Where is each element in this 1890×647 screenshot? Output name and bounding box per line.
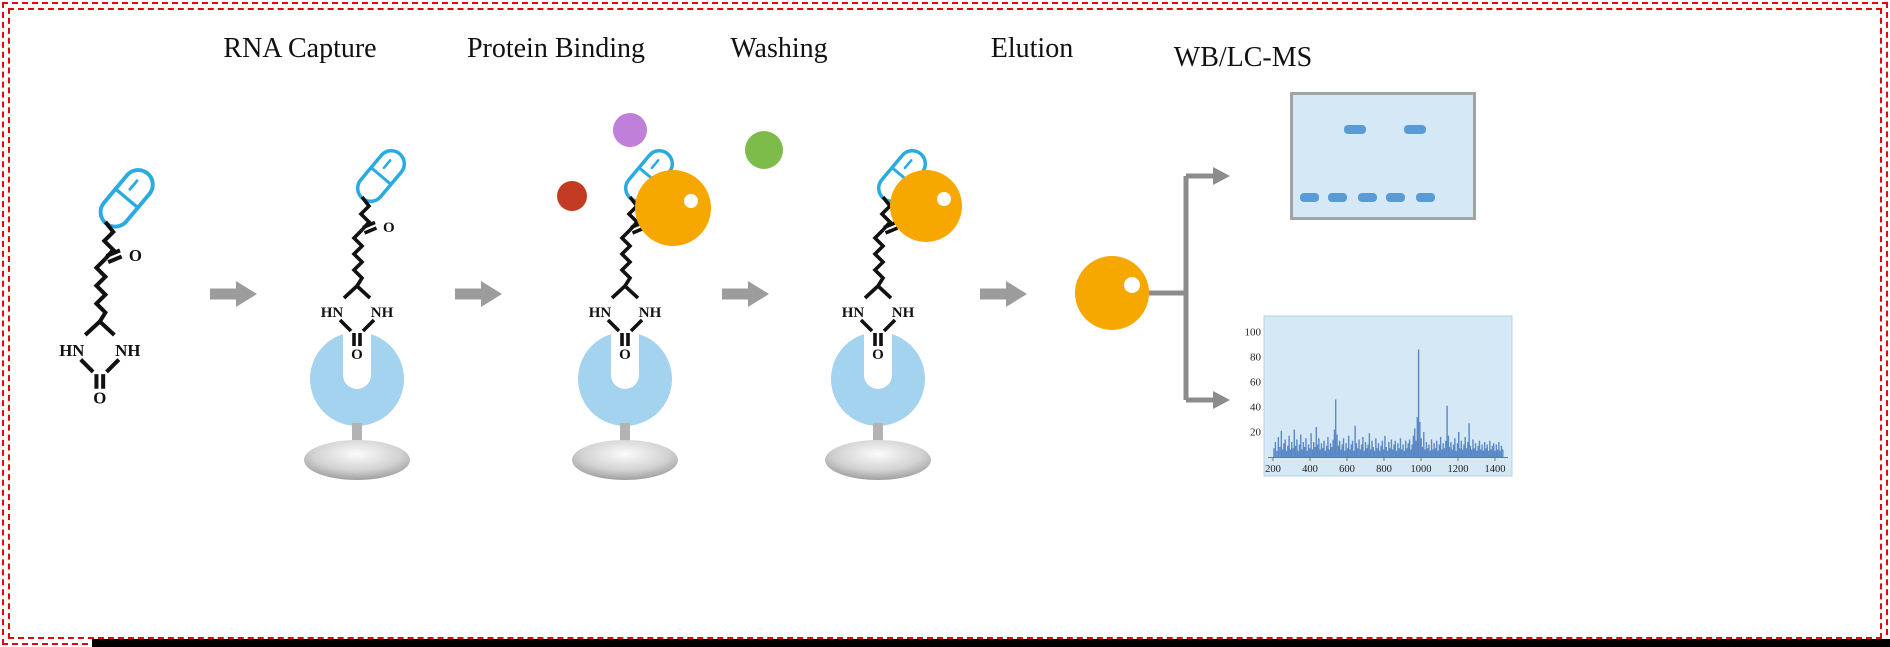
nonspecific-protein-green <box>745 131 783 169</box>
ms-spectrum-panel: 20 40 60 80 100 200 400 600 800 1000 1200 1400 <box>1236 314 1516 490</box>
x-tick-label: 400 <box>1302 464 1318 475</box>
stage-label-elution: Elution <box>990 33 1074 64</box>
target-protein-dot-washed <box>937 192 951 206</box>
x-tick-label: 1200 <box>1448 464 1469 475</box>
probe-stage-capture <box>318 143 412 360</box>
gel-band <box>1386 193 1405 202</box>
nonspecific-protein-purple <box>613 113 647 147</box>
y-tick-label: 40 <box>1250 402 1262 414</box>
gel-band <box>1344 125 1366 134</box>
ms-spectrum: 20 40 60 80 100 200 400 600 800 1000 1200 1400 <box>1245 315 1513 477</box>
arrow-elution <box>980 281 1027 307</box>
branch-connector <box>1149 173 1214 403</box>
stage-label-protein-binding: Protein Binding <box>466 33 646 64</box>
stage-label-washing: Washing <box>730 33 828 64</box>
gel-band <box>1358 193 1377 202</box>
arrow-rna-capture <box>210 281 257 307</box>
stage-label-wb-lcms: WB/LC-MS <box>1173 42 1313 73</box>
branch-arrowhead-top <box>1213 167 1230 185</box>
y-tick-label: 80 <box>1250 352 1262 364</box>
wb-gel-panel <box>1290 92 1476 220</box>
gel-band <box>1416 193 1435 202</box>
y-tick-label: 100 <box>1245 327 1262 339</box>
arrow-protein-binding <box>455 281 502 307</box>
nonspecific-protein-red <box>557 181 587 211</box>
x-tick-label: 200 <box>1265 464 1281 475</box>
bottom-black-strip <box>92 639 1890 647</box>
free-biotin-probe <box>59 164 158 407</box>
stage-label-rna-capture: RNA Capture <box>223 33 377 64</box>
gel-band <box>1328 193 1347 202</box>
branch-arrowhead-bottom <box>1213 391 1230 409</box>
gel-band <box>1404 125 1426 134</box>
target-protein-washed <box>890 170 962 242</box>
y-tick-label: 20 <box>1250 427 1262 439</box>
eluted-protein-dot <box>1124 277 1140 293</box>
x-tick-label: 1400 <box>1485 464 1506 475</box>
y-tick-label: 60 <box>1250 377 1262 389</box>
target-protein-dot-binding <box>684 194 698 208</box>
x-tick-label: 1000 <box>1411 464 1432 475</box>
x-tick-label: 600 <box>1339 464 1355 475</box>
arrow-washing <box>722 281 769 307</box>
x-tick-label: 800 <box>1376 464 1392 475</box>
target-protein-binding <box>635 170 711 246</box>
gel-band <box>1300 193 1319 202</box>
eluted-protein <box>1075 256 1149 330</box>
